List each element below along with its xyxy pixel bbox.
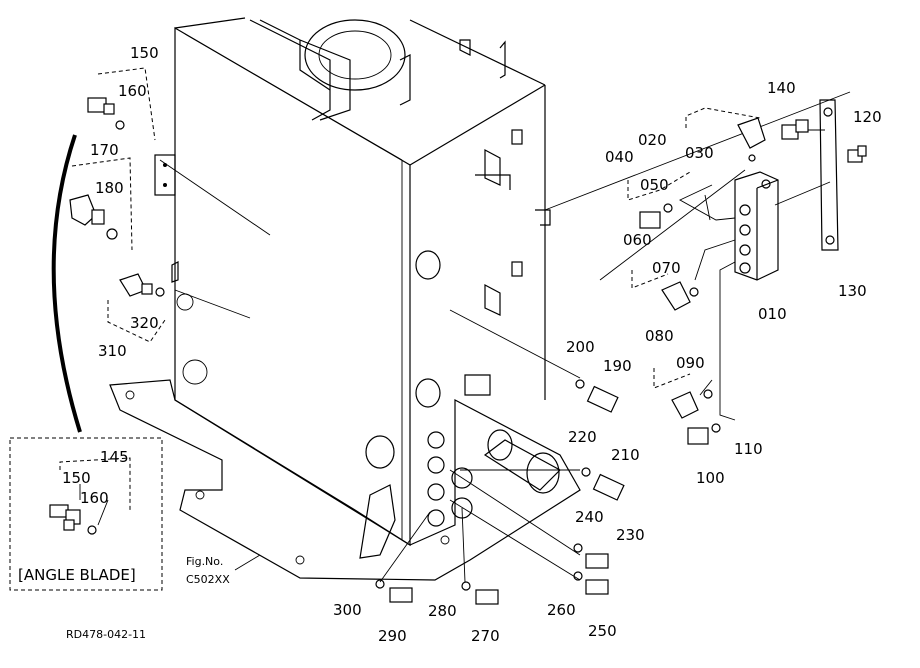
label-090: 090 <box>676 354 705 372</box>
label-190: 190 <box>603 357 632 375</box>
label-130: 130 <box>838 282 867 300</box>
label-010: 010 <box>758 305 787 323</box>
drawing-code: RD478-042-11 <box>66 628 146 641</box>
manifold-block <box>734 171 779 281</box>
mount-bracket <box>819 99 839 251</box>
label-320: 320 <box>130 314 159 332</box>
label-170: 170 <box>90 141 119 159</box>
label-210: 210 <box>611 446 640 464</box>
label-280: 280 <box>428 602 457 620</box>
fig-no-value: C502XX <box>186 573 230 586</box>
label-050: 050 <box>640 176 669 194</box>
inset-caption: [ANGLE BLADE] <box>18 566 136 584</box>
inset-pointer-arc <box>51 134 82 433</box>
label-290: 290 <box>378 627 407 645</box>
leader-lines <box>159 91 851 583</box>
group-outlines <box>71 67 761 389</box>
label-160-inset: 160 <box>80 489 109 507</box>
label-180: 180 <box>95 179 124 197</box>
fittings <box>69 97 867 605</box>
part-labels: 150 160 170 180 320 310 140 120 020 030 … <box>62 44 882 645</box>
angle-blade-inset <box>9 437 163 591</box>
label-150: 150 <box>130 44 159 62</box>
label-270: 270 <box>471 627 500 645</box>
label-080: 080 <box>645 327 674 345</box>
label-070: 070 <box>652 259 681 277</box>
label-120: 120 <box>853 108 882 126</box>
label-250: 250 <box>588 622 617 640</box>
label-310: 310 <box>98 342 127 360</box>
label-060: 060 <box>623 231 652 249</box>
label-040: 040 <box>605 148 634 166</box>
fig-no-label: Fig.No. <box>186 555 223 568</box>
label-260: 260 <box>547 601 576 619</box>
tank-body <box>154 17 551 547</box>
label-160: 160 <box>118 82 147 100</box>
label-220: 220 <box>568 428 597 446</box>
base-plate <box>109 374 581 581</box>
label-110: 110 <box>734 440 763 458</box>
label-240: 240 <box>575 508 604 526</box>
label-300: 300 <box>333 601 362 619</box>
label-020: 020 <box>638 131 667 149</box>
label-100: 100 <box>696 469 725 487</box>
label-230: 230 <box>616 526 645 544</box>
label-140: 140 <box>767 79 796 97</box>
label-145: 145 <box>100 448 129 466</box>
label-030: 030 <box>685 144 714 162</box>
label-200: 200 <box>566 338 595 356</box>
label-150-inset: 150 <box>62 469 91 487</box>
